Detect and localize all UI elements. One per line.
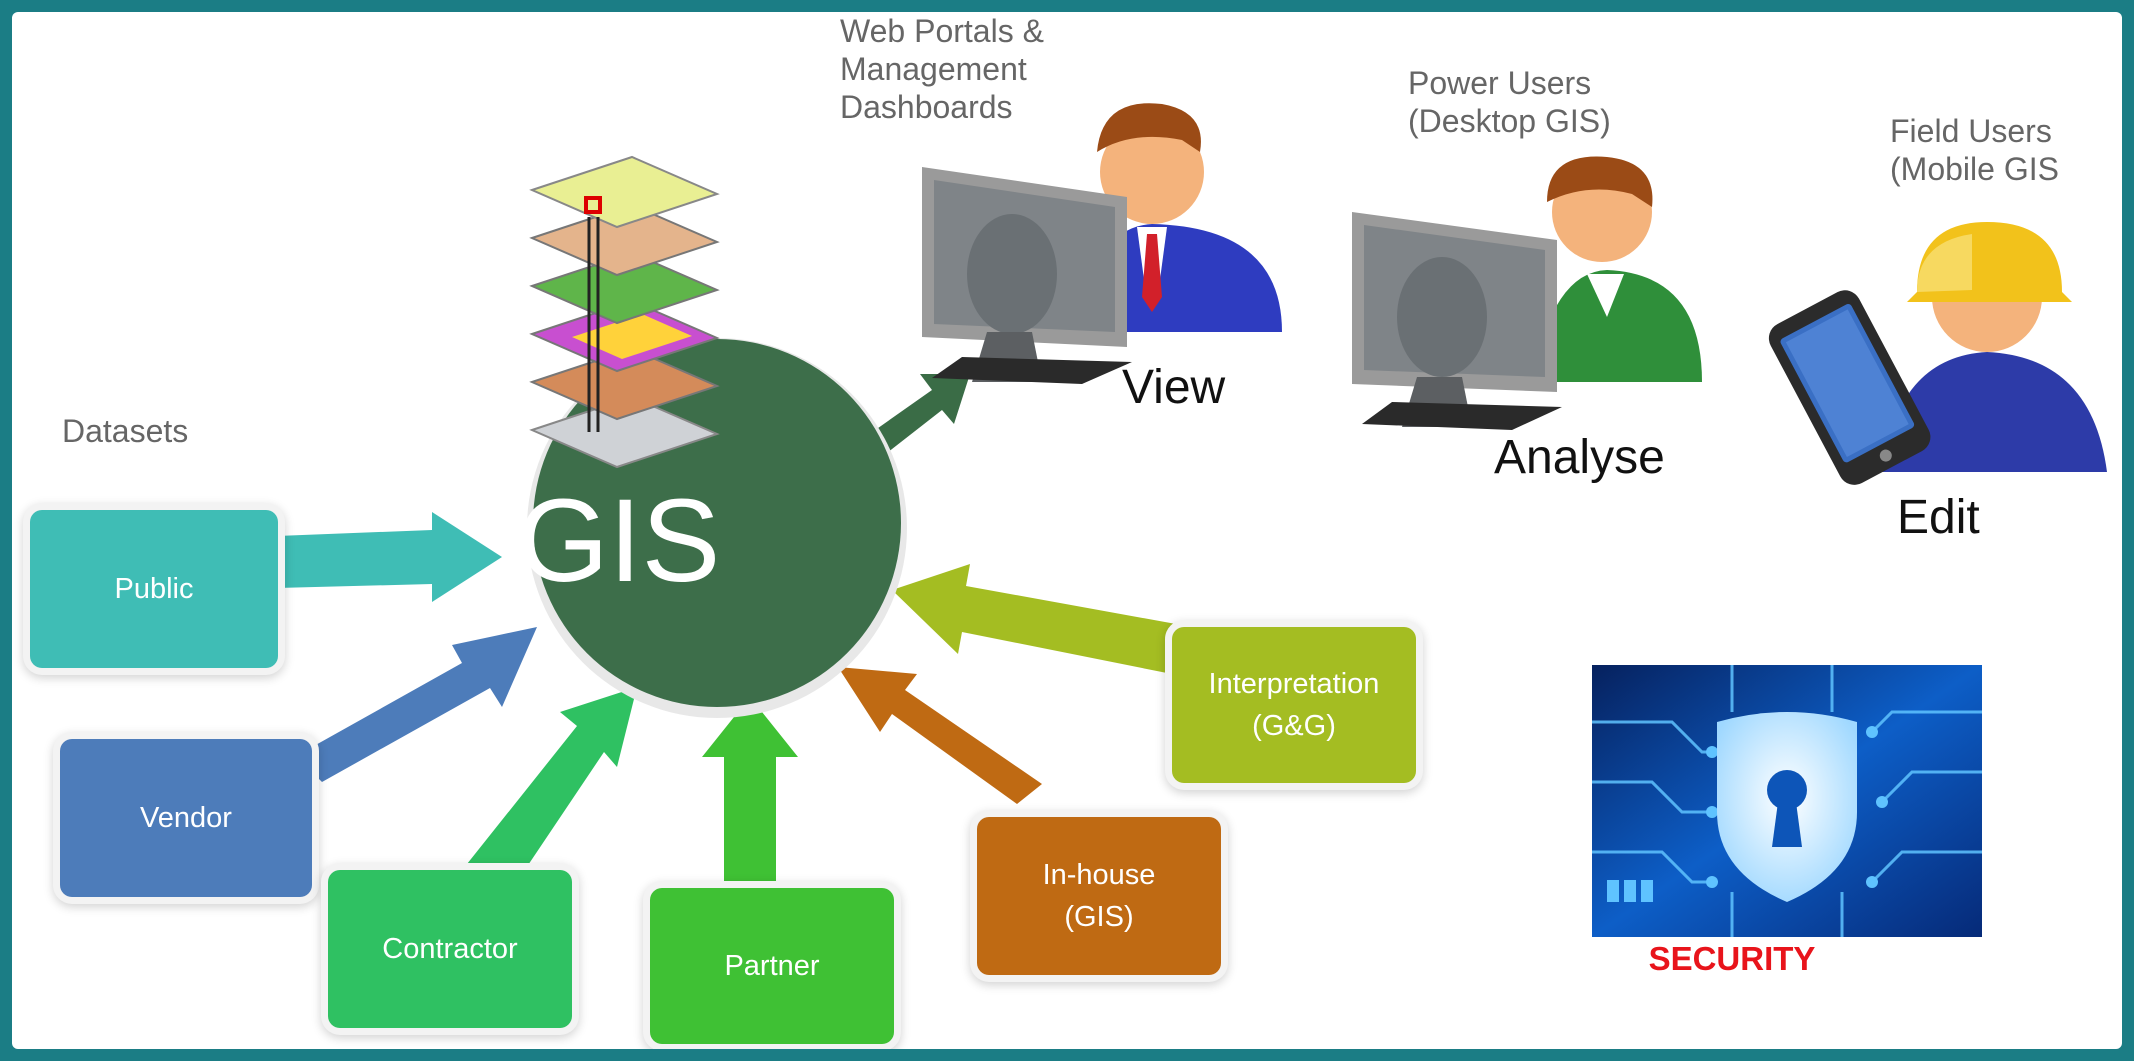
arrow-public bbox=[277, 512, 502, 602]
user-group-web-portals: Web Portals & Management Dashboards bbox=[840, 13, 1044, 125]
user-group-field-users: Field Users (Mobile GIS bbox=[1890, 113, 2059, 187]
source-box-public: Public bbox=[30, 510, 278, 668]
arrow-inhouse bbox=[838, 667, 1042, 804]
gis-label: GIS bbox=[517, 475, 721, 607]
security-label: SECURITY bbox=[1648, 940, 1816, 977]
datasets-title: Datasets bbox=[62, 413, 189, 449]
source-box-partner: Partner bbox=[650, 888, 894, 1044]
field-user-icon bbox=[1768, 222, 2107, 485]
web-portal-user-icon bbox=[922, 103, 1282, 384]
layer-stack-icon bbox=[529, 155, 720, 469]
diagram-graphics bbox=[277, 103, 2107, 937]
desktop-user-icon bbox=[1352, 156, 1702, 430]
security-image bbox=[1592, 665, 1982, 937]
arrow-interpretation bbox=[892, 564, 1176, 674]
source-box-vendor: Vendor bbox=[60, 739, 312, 897]
action-analyse: Analyse bbox=[1494, 431, 1665, 484]
source-box-inhouse: In-house (GIS) bbox=[977, 817, 1221, 975]
source-box-contractor: Contractor bbox=[328, 870, 572, 1028]
source-box-interpretation: Interpretation (G&G) bbox=[1172, 627, 1416, 783]
action-edit: Edit bbox=[1897, 491, 1980, 544]
diagram-panel: Public Vendor Contractor Partner In-hous… bbox=[12, 12, 2122, 1049]
user-group-power-users: Power Users (Desktop GIS) bbox=[1408, 65, 1611, 139]
action-view: View bbox=[1122, 361, 1226, 414]
arrow-vendor bbox=[296, 627, 537, 782]
arrow-partner bbox=[702, 697, 798, 884]
arrow-contractor bbox=[467, 687, 637, 892]
